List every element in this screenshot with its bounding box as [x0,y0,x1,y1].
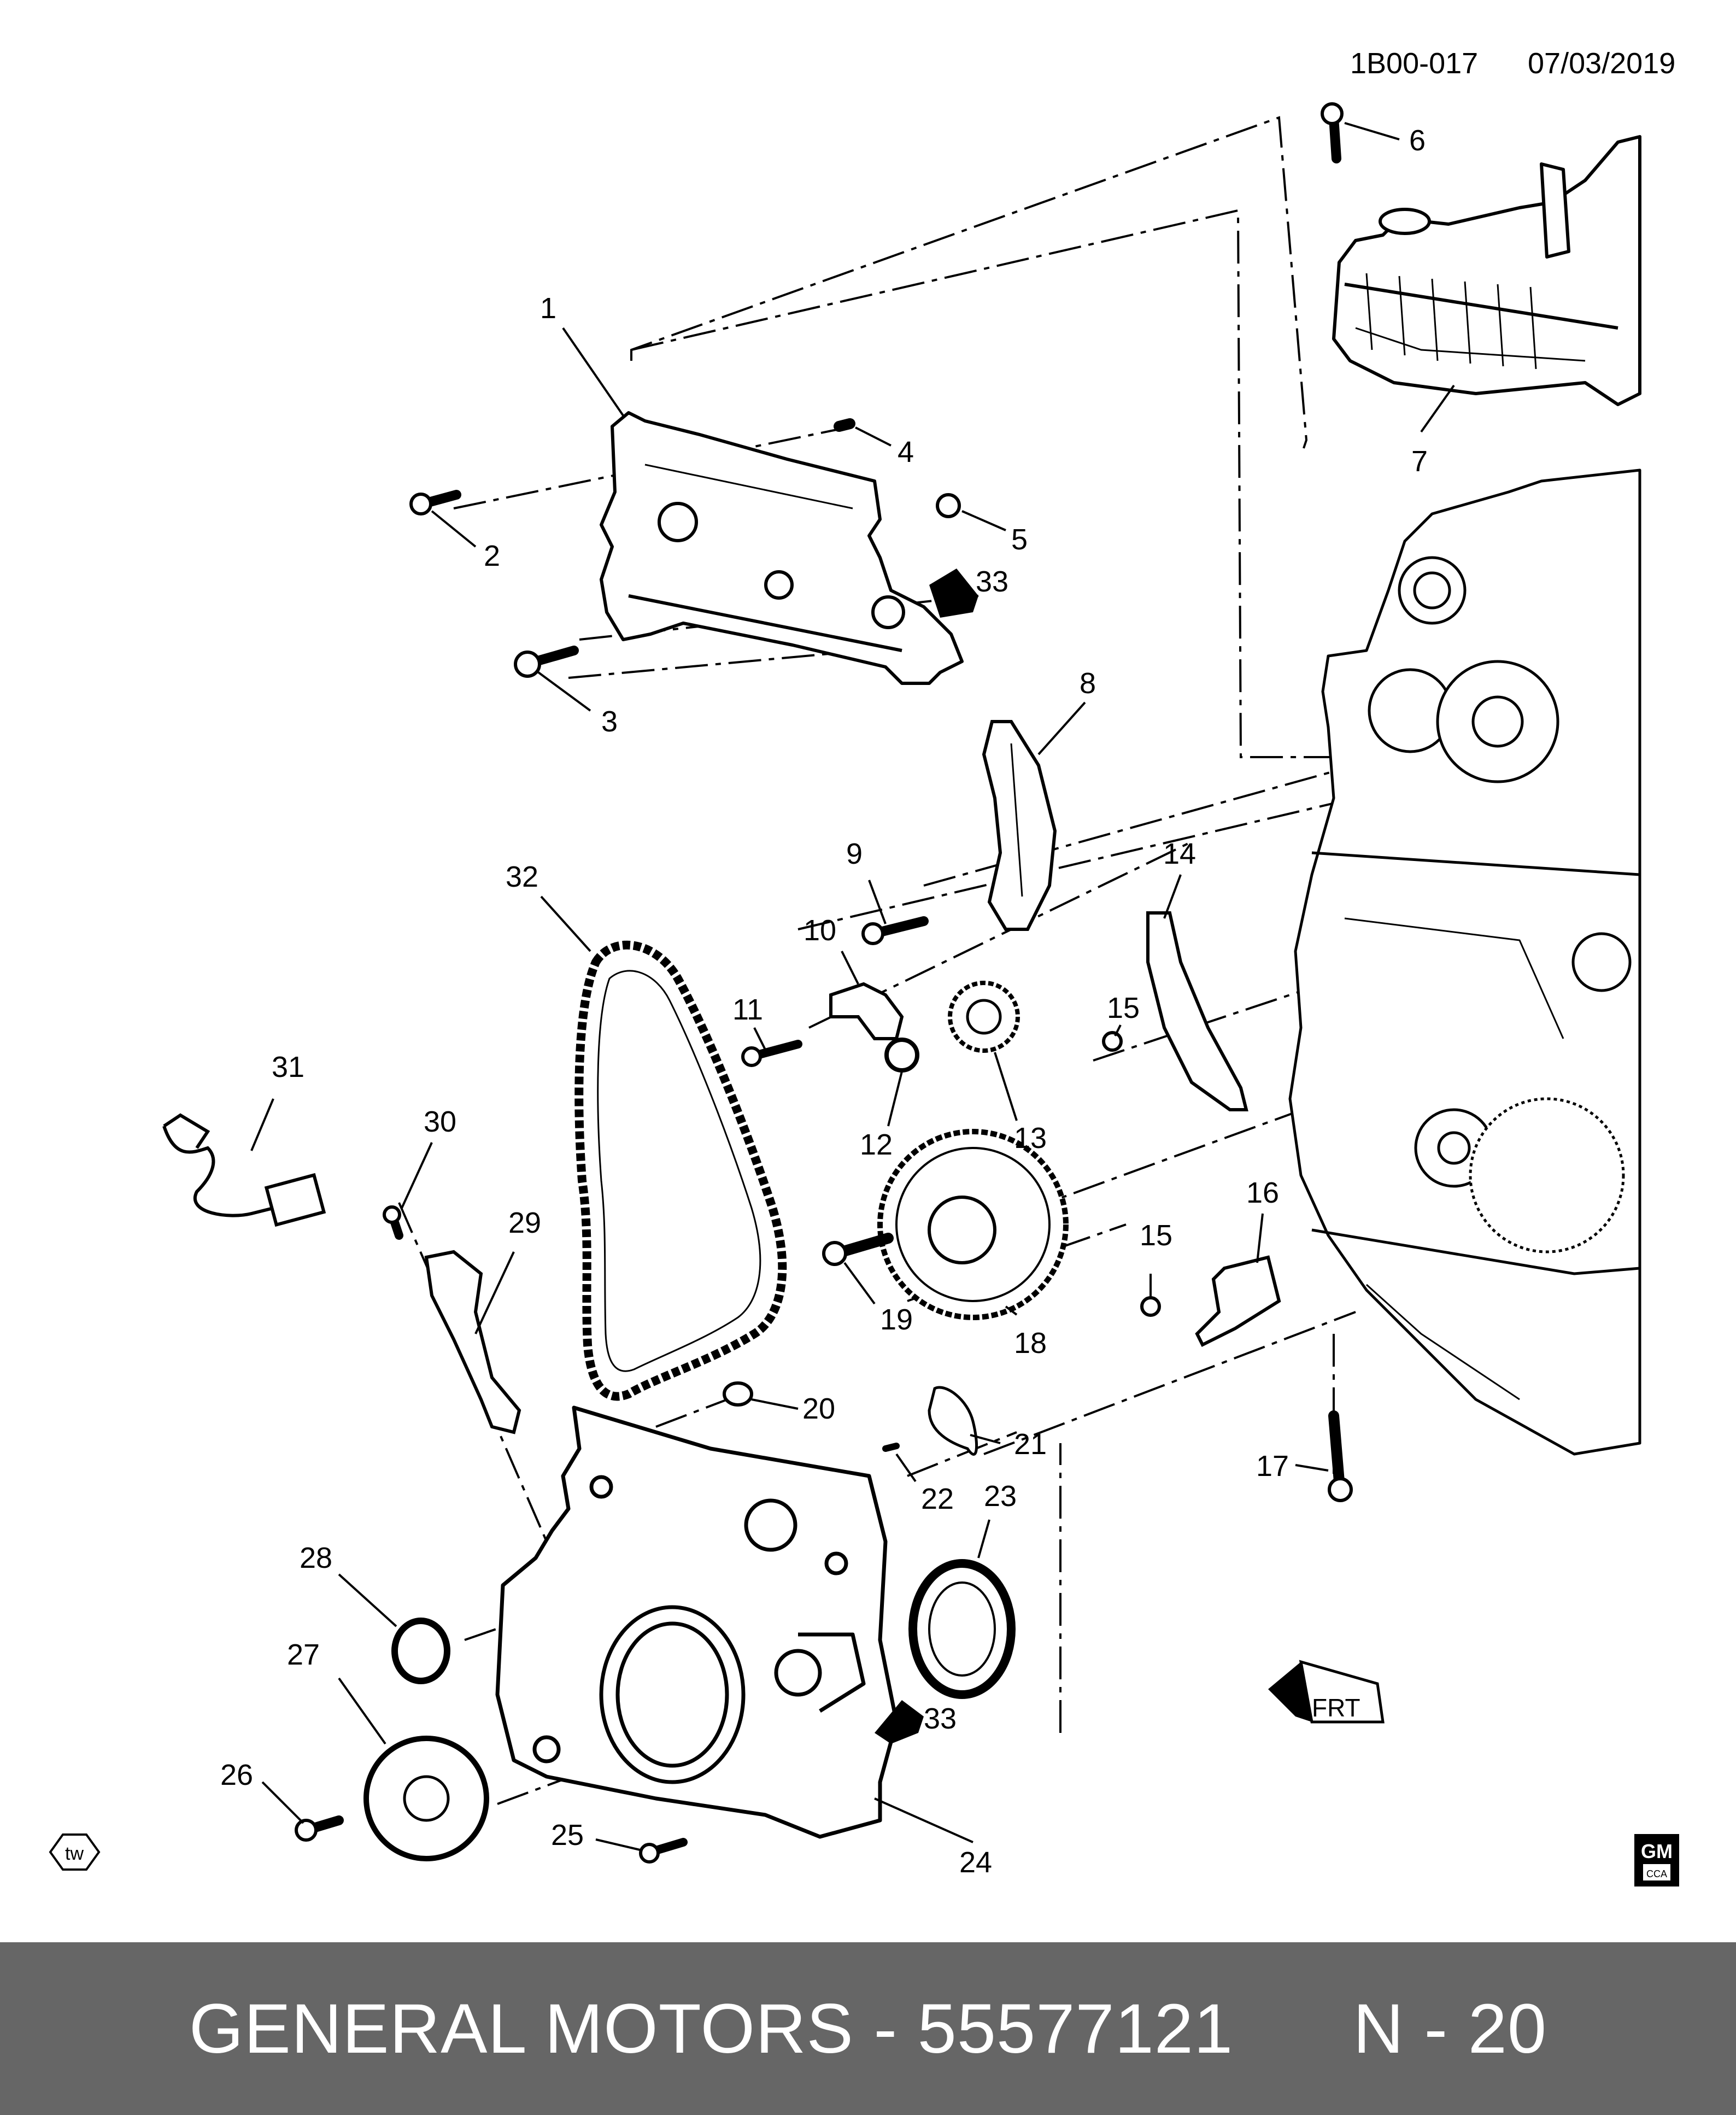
gm-logo-sub: CCA [1646,1868,1667,1879]
callout-label: 23 [984,1480,1017,1513]
callout-label: 28 [300,1542,332,1574]
tw-badge-label: tw [65,1843,84,1864]
callout-label: 30 [424,1105,456,1138]
retainer-bracket [928,1386,978,1456]
callout-label: 1 [540,292,556,325]
callout-label: 6 [1409,124,1426,157]
bolt-11 [741,1040,802,1067]
bolt-3 [514,646,579,678]
crank-pulley-hub [403,1775,450,1822]
bolt-26 [295,1815,344,1842]
engine-block [1288,468,1641,1456]
callout-label: 13 [1014,1122,1047,1155]
bolt-22 [882,1443,900,1452]
diagram-date: 07/03/2019 [1528,47,1675,80]
callout-label: 33 [924,1702,957,1735]
footer-separator: - [853,1989,918,2068]
callout-label: 31 [272,1051,304,1083]
front-arrow-label: FRT [1312,1694,1360,1722]
wiring-harness [162,1113,326,1227]
callout-label: 18 [1014,1327,1047,1360]
callout-label: 3 [601,705,618,738]
upper-cover-plate [600,411,964,685]
bolt-19 [822,1233,894,1266]
callout-label: 11 [732,993,763,1026]
callout-label: 5 [1011,523,1028,556]
callout-label: 19 [880,1303,913,1336]
callout-label: 15 [1140,1219,1172,1252]
footer-gap [1233,1990,1353,2068]
bolts [295,102,1353,1864]
gm-logo: GM CCA [1634,1834,1679,1886]
callout-label: 4 [898,436,914,468]
cam-cover [1332,135,1641,406]
upper-chain-guide [982,720,1057,931]
front-seal [908,1559,1016,1699]
tensioner-arm [1146,911,1248,1111]
callout-label: 14 [1163,837,1196,870]
callout-label: 27 [287,1638,320,1671]
large-gear-ring [895,1147,1051,1302]
leader-lines [250,122,1455,1852]
callout-label: 9 [846,837,863,870]
bolt-25 [639,1838,688,1864]
bolt-15a [1102,1031,1123,1052]
callout-label: 21 [1014,1428,1047,1461]
upper-chain-guide-rib [1010,743,1023,897]
bolt-5 [936,493,961,518]
footer-text: GENERAL MOTORS - 55577121 N - 20 [189,1989,1547,2069]
bolt-15b [1140,1296,1161,1317]
timing-chain [574,940,787,1401]
bolt-2 [409,490,461,515]
bolt-4 [834,418,855,432]
large-gear-hub [928,1196,996,1264]
lower-chain-guide [1195,1255,1281,1347]
callout-label: 20 [802,1392,835,1425]
front-cover [495,1405,899,1839]
diagram-code: 1B00-017 [1350,47,1478,80]
small-sprocket-hub [966,999,1002,1035]
callout-label: 15 [1107,992,1140,1024]
callout-label: 26 [220,1759,253,1791]
tw-badge: tw [49,1833,101,1871]
callout-label: 29 [508,1206,541,1239]
parts-diagram: 1B00-017 07/03/2019 [49,47,1679,1886]
callout-label: 25 [551,1819,584,1852]
bolt-9 [861,916,929,945]
bolt-6 [1321,102,1344,163]
callout-label: 32 [506,860,538,893]
callout-label: 8 [1080,667,1096,700]
callout-label: 24 [959,1846,992,1879]
footer-page-ref: N - 20 [1353,1989,1547,2068]
bolt-17 [1328,1410,1353,1502]
footer-bar: GENERAL MOTORS - 55577121 N - 20 [0,1942,1736,2115]
callout-label: 7 [1411,445,1428,478]
nut [884,1038,919,1073]
callout-label: 16 [1246,1176,1279,1209]
dowel-ring [723,1381,753,1407]
callout-labels: 1 2 3 4 5 6 7 8 9 10 11 12 13 14 15 15 1… [220,124,1428,1879]
callout-label: 17 [1256,1450,1289,1483]
small-seal [391,1618,450,1684]
timing-chain-inner [597,970,761,1372]
bolt-30 [383,1205,403,1240]
gm-logo-text: GM [1641,1840,1673,1862]
callout-label: 22 [921,1483,954,1515]
view-arrow-33-lower [875,1700,924,1744]
view-arrow-33-upper [929,569,978,618]
solenoid-sensor [424,1250,521,1434]
footer-part-number: 55577121 [917,1989,1234,2068]
front-seal-inner [928,1581,996,1677]
callout-label: 2 [484,540,500,572]
chain-tensioner [829,982,904,1040]
callout-label: 10 [804,914,836,947]
footer-brand: GENERAL MOTORS [189,1989,854,2068]
callout-label: 12 [860,1128,893,1161]
callout-label: 33 [976,565,1008,598]
front-direction-arrow-icon: FRT [1268,1660,1385,1724]
